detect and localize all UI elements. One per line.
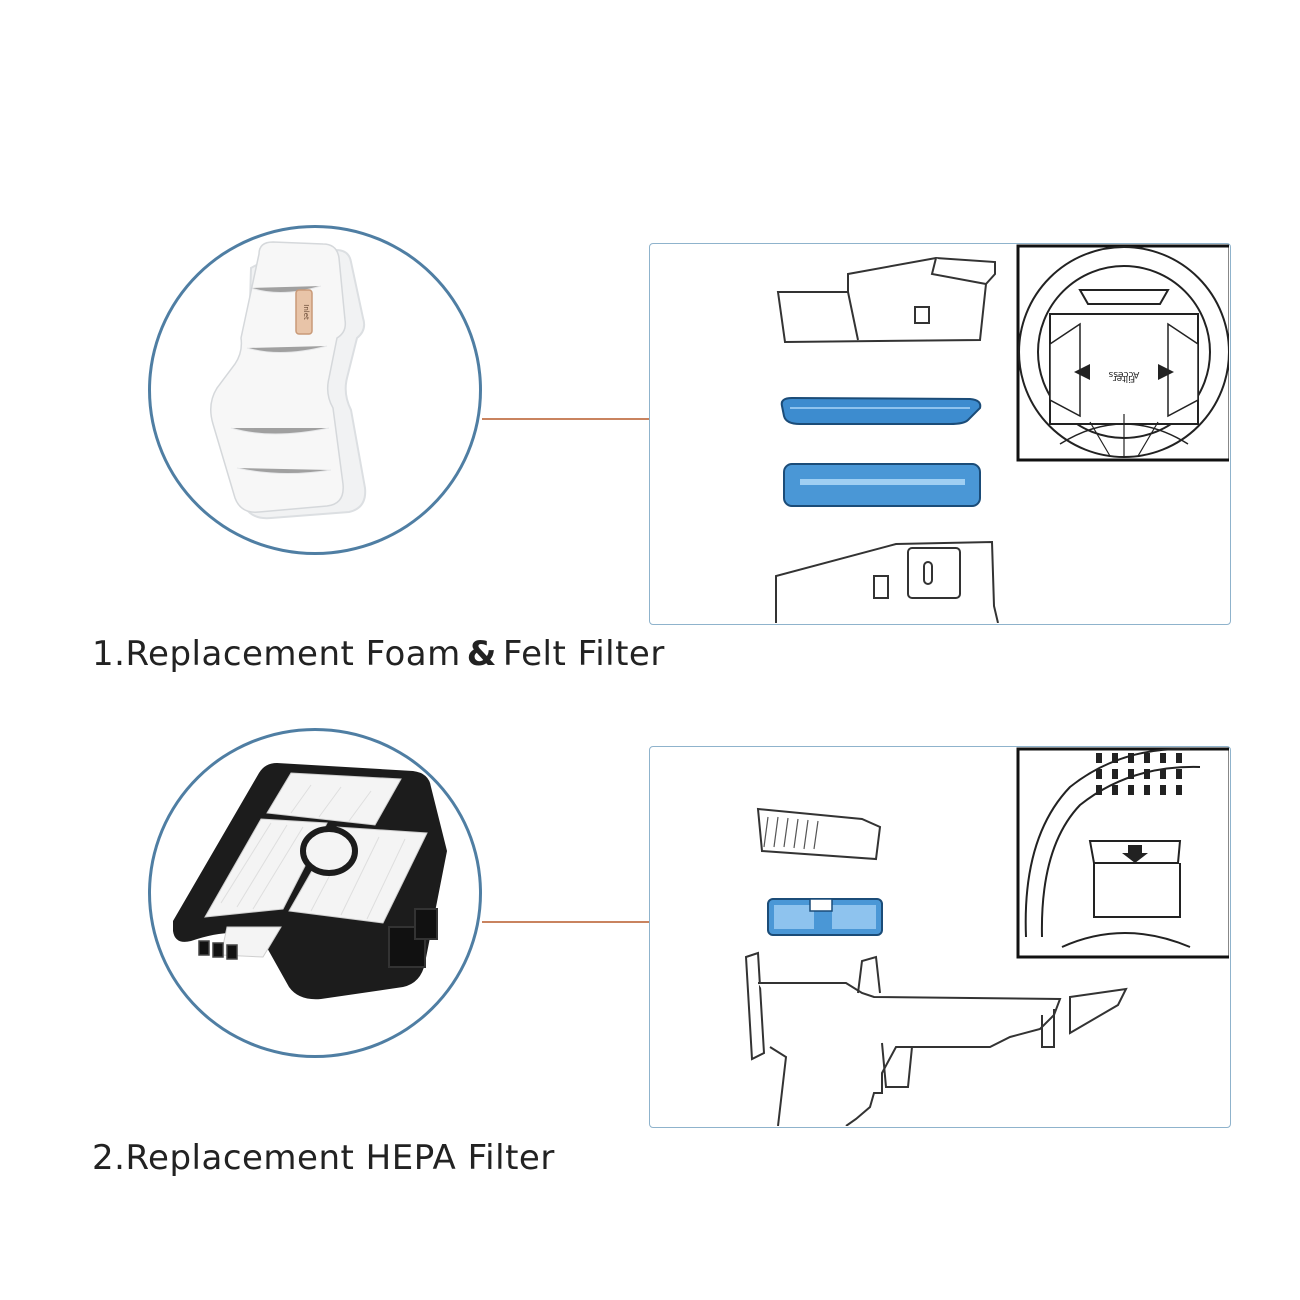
caption-hepa-filter: 2.Replacement HEPA Filter — [92, 1138, 555, 1178]
foam-filter-exploded-diagram: Filter Access — [775, 244, 1229, 623]
hepa-filter-exploded-diagram — [744, 747, 1229, 1126]
hepa-filter-image — [173, 763, 447, 1000]
felt-filter-layer — [780, 396, 982, 425]
foam-felt-filter-image: Inlet — [210, 241, 367, 520]
connector-line-1 — [482, 418, 790, 420]
filter-access-inset: Filter Access — [1016, 244, 1229, 462]
hepa-filter-diagram-panel — [649, 746, 1231, 1128]
caption-foam-felt-filter: 1.Replacement Foam&Felt Filter — [92, 634, 665, 674]
filter-housing-bottom — [775, 540, 999, 623]
connector-line-2 — [482, 921, 790, 923]
diagram-label-access: Access — [1108, 369, 1139, 379]
filter-housing-top — [776, 256, 996, 344]
caption-ampersand: & — [466, 634, 497, 674]
foam-filter-product-circle: Inlet — [148, 225, 482, 555]
hepa-filter-part — [767, 898, 883, 936]
foam-filter-diagram-panel: Filter Access — [649, 243, 1231, 625]
caption-text-felt-filter: Felt Filter — [502, 634, 665, 674]
filter-tag — [295, 289, 313, 335]
hepa-cover-part — [756, 807, 882, 861]
hepa-access-inset — [1016, 747, 1229, 959]
foam-filter-layer — [783, 463, 981, 507]
caption-text-foam: 1.Replacement Foam — [92, 634, 461, 674]
filter-tag-label: Inlet — [302, 304, 310, 320]
diagram-label-filter: Filter — [1113, 373, 1136, 383]
hepa-filter-product-circle — [148, 728, 482, 1058]
vacuum-handheld-body — [744, 951, 1128, 1126]
